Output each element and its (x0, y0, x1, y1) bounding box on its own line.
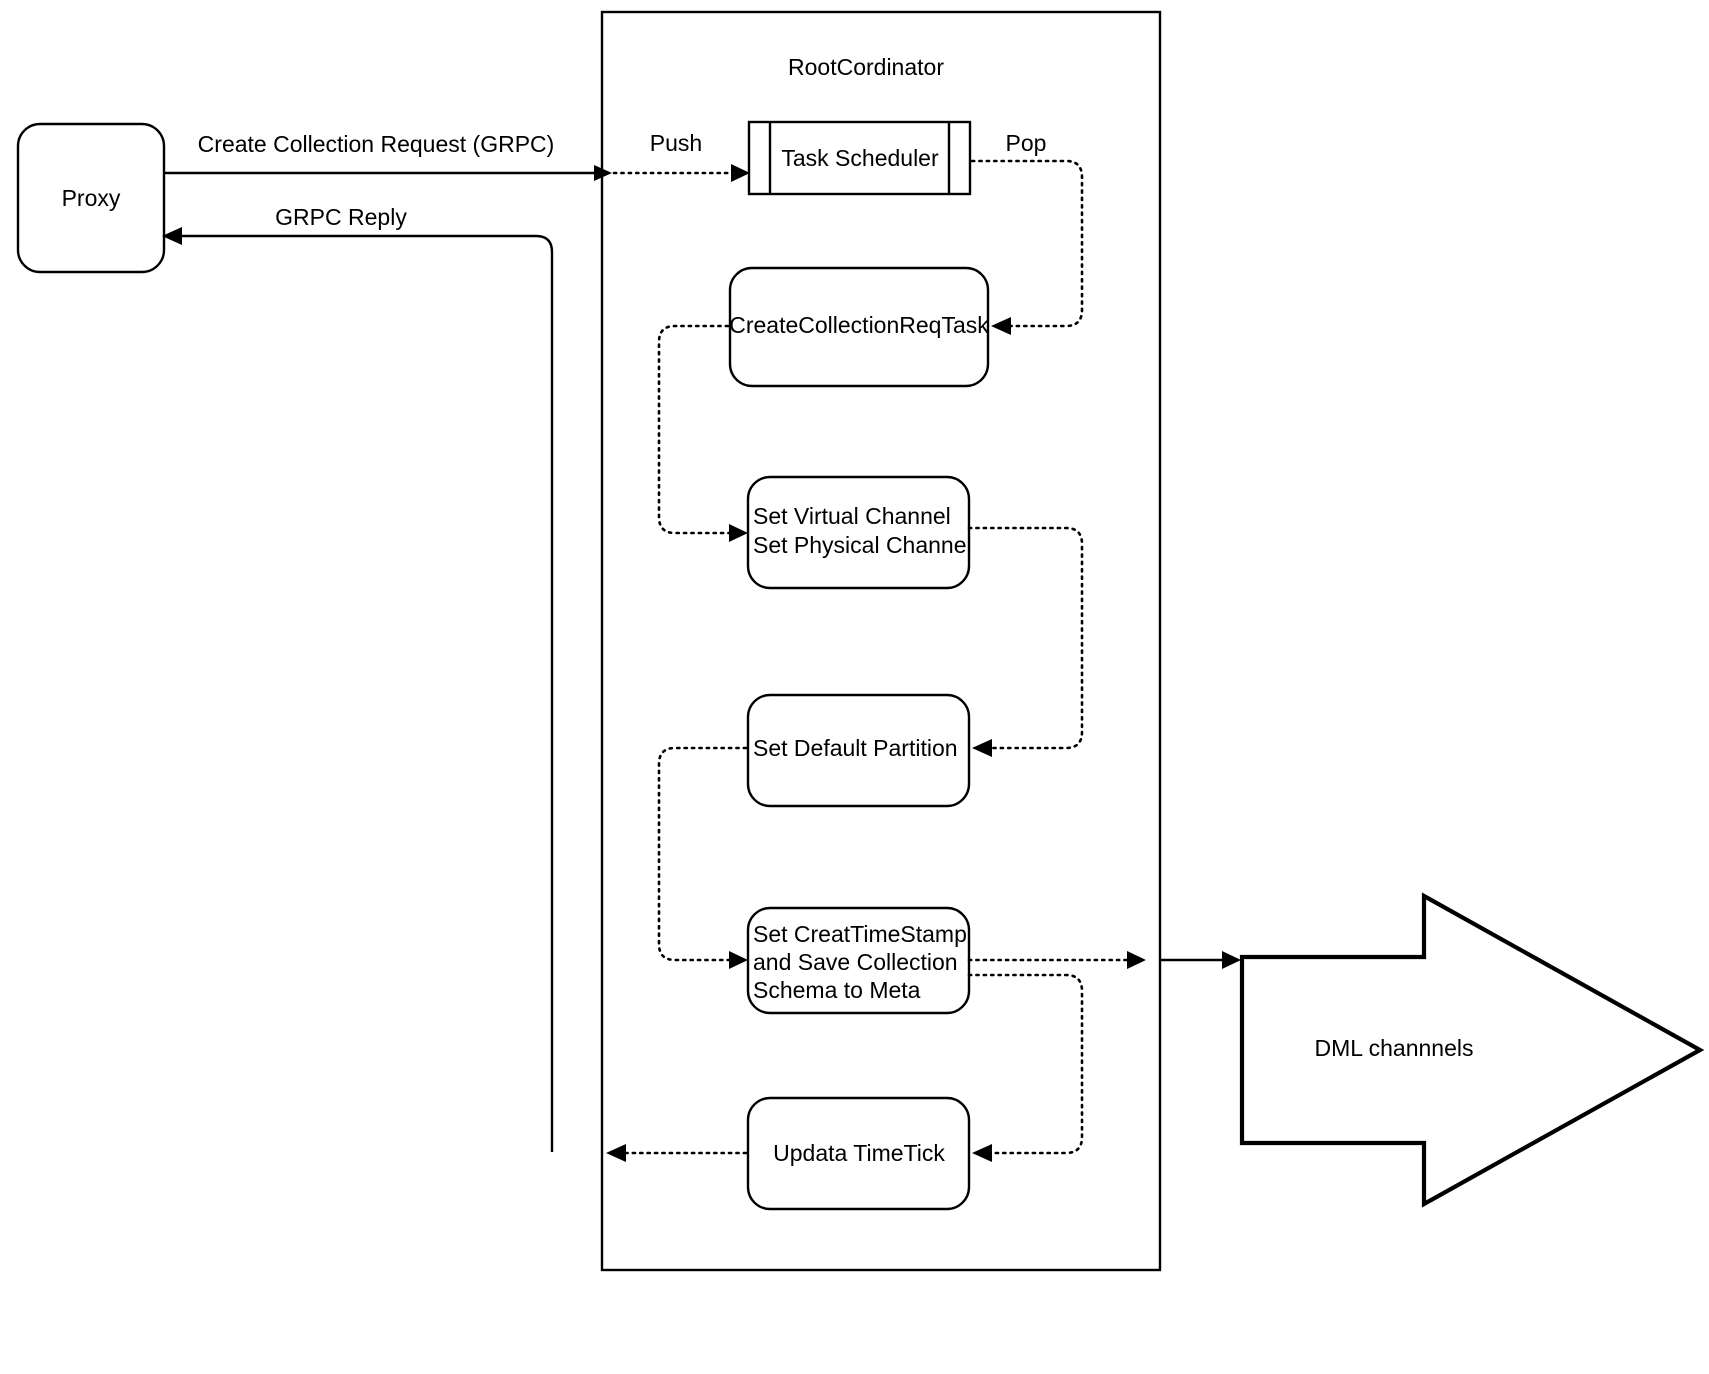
edge-default-partition-to-timestamp (657, 746, 748, 969)
edge-req-task-to-set-channels (657, 324, 748, 542)
node-create-collection-req-task[interactable]: CreateCollectionReqTask (728, 266, 989, 388)
node-dml-channels[interactable]: DML channnels (1239, 892, 1705, 1208)
node-task-scheduler-label: Task Scheduler (781, 145, 939, 171)
edge-label-push: Push (650, 130, 702, 156)
edge-label-grpc-reply: GRPC Reply (275, 204, 407, 230)
edge-push: Push (612, 130, 750, 182)
edge-label-create-collection-request: Create Collection Request (GRPC) (198, 131, 555, 157)
node-task-scheduler[interactable]: Task Scheduler (747, 120, 972, 196)
node-proxy-label: Proxy (62, 185, 121, 211)
node-set-create-timestamp-label-line-1: Set CreatTimeStamp (753, 921, 967, 947)
rootcoordinator-title: RootCordinator (788, 54, 944, 80)
edge-grpc-reply: GRPC Reply (162, 204, 554, 1152)
node-set-create-timestamp[interactable]: Set CreatTimeStamp and Save Collection S… (746, 906, 971, 1015)
node-update-timetick[interactable]: Updata TimeTick (746, 1096, 971, 1211)
node-set-default-partition-label: Set Default Partition (753, 735, 958, 761)
node-set-create-timestamp-label-line-3: Schema to Meta (753, 977, 921, 1003)
node-set-channels[interactable]: Set Virtual Channel Set Physical Channel (746, 475, 972, 590)
node-update-timetick-label: Updata TimeTick (773, 1140, 945, 1166)
edge-set-channels-to-default-partition (967, 526, 1084, 757)
rootcoordinator-container: RootCordinator (600, 10, 1162, 1272)
node-set-channels-label-line-2: Set Physical Channel (753, 532, 972, 558)
node-create-collection-req-task-label: CreateCollectionReqTask (729, 312, 989, 338)
edge-pop: Pop (970, 130, 1084, 335)
edge-create-collection-request: Create Collection Request (GRPC) (164, 131, 612, 181)
node-set-create-timestamp-label-line-2: and Save Collection (753, 949, 958, 975)
edge-label-pop: Pop (1006, 130, 1047, 156)
node-set-default-partition[interactable]: Set Default Partition (746, 693, 971, 808)
edge-update-timetick-to-reply-line (606, 1144, 748, 1162)
node-set-channels-label-line-1: Set Virtual Channel (753, 503, 951, 529)
node-proxy[interactable]: Proxy (16, 122, 166, 274)
edge-timestamp-to-dml-channels (967, 951, 1241, 969)
node-dml-channels-label: DML channnels (1315, 1035, 1474, 1061)
edge-timestamp-to-update-timetick (967, 973, 1084, 1162)
